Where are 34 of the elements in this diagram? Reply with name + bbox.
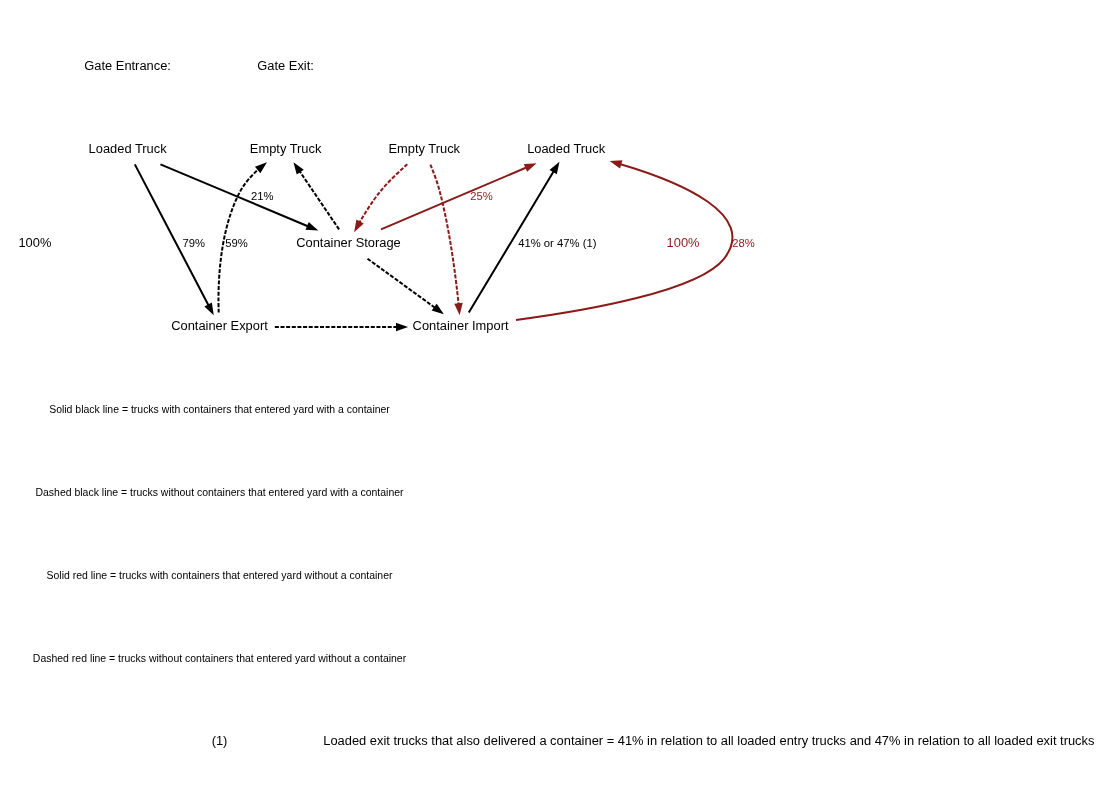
node-text: Loaded Truck bbox=[527, 140, 606, 156]
legend-label: Solid black line = trucks with containers that entered yard with a container bbox=[49, 403, 390, 415]
arrow bbox=[429, 163, 463, 315]
arrow bbox=[380, 162, 537, 230]
label: Gate Exit: bbox=[257, 57, 314, 73]
arrow bbox=[217, 161, 267, 312]
arrow bbox=[467, 161, 560, 313]
arrow bbox=[366, 257, 444, 314]
arrow bbox=[515, 159, 734, 321]
edge-label: 21% bbox=[250, 189, 274, 202]
arrow bbox=[160, 162, 319, 231]
node-text: Container Storage bbox=[296, 234, 401, 250]
arrow bbox=[293, 161, 340, 230]
edge-label: 79% bbox=[182, 236, 205, 249]
label: (1) bbox=[211, 732, 228, 748]
label: Gate Entrance: bbox=[84, 57, 171, 73]
arrow bbox=[274, 322, 409, 331]
node-text: Container Export bbox=[171, 317, 268, 333]
label: 100% bbox=[18, 234, 52, 250]
edge-label: 28% bbox=[732, 236, 755, 249]
node-text: Container Import bbox=[412, 317, 509, 333]
label: 100% bbox=[666, 234, 700, 250]
edge-label: 59% bbox=[225, 236, 248, 249]
node-text: Loaded Truck bbox=[88, 140, 167, 156]
legend-label: Dashed black line = trucks without containers that entered yard with a container bbox=[35, 486, 404, 498]
edge-label: 41% or 47% (1) bbox=[518, 236, 597, 249]
edge-label: 25% bbox=[470, 189, 493, 202]
label: Loaded exit trucks that also delivered a container = 41% in relation to all loaded entry trucks and 47% in relation to all loaded exit trucks bbox=[323, 732, 1095, 748]
node-text: Empty Truck bbox=[388, 140, 461, 156]
arrow bbox=[133, 163, 214, 315]
node-text: Empty Truck bbox=[249, 140, 322, 156]
arrow bbox=[354, 163, 408, 232]
legend-label: Solid red line = trucks with containers that entered yard without a container bbox=[46, 569, 393, 581]
legend-label: Dashed red line = trucks without containers that entered yard without a container bbox=[32, 652, 407, 664]
